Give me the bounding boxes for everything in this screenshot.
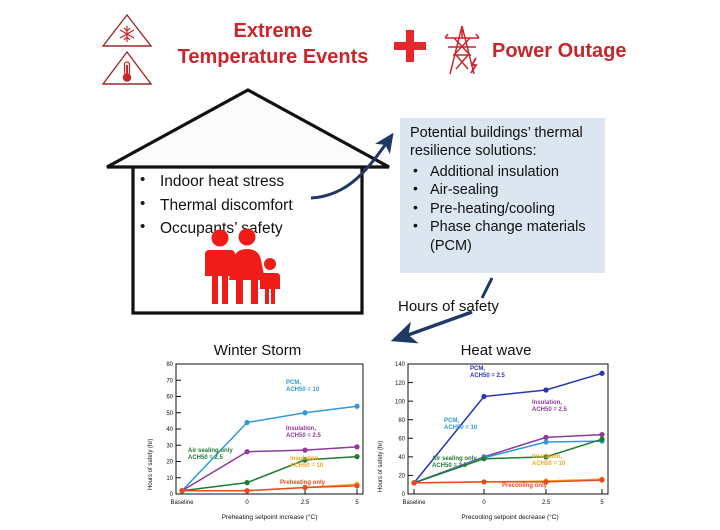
svg-text:ACH50 = 2.5: ACH50 = 2.5 [188,455,224,461]
x-axis-label: Precooling setpoint decrease (°C) [461,514,559,521]
svg-text:Air sealing only: Air sealing only [432,456,477,462]
hours-of-safety-label: Hours of safety [398,298,499,315]
y-axis-label: Hours of safety (hr) [148,438,154,490]
power-outage-title: Power Outage [492,40,627,62]
title-line-1: Extreme [233,20,313,42]
svg-text:ACH50 = 2.5: ACH50 = 2.5 [470,373,506,379]
solutions-heading: Potential buildings’ thermal resilience … [410,124,597,161]
svg-text:Insulation,: Insulation, [532,400,562,406]
svg-text:ACH50 = 10: ACH50 = 10 [290,463,324,469]
solutions-heading-line-1: Potential buildings’ thermal [410,125,583,141]
svg-text:ACH50 = 2.5: ACH50 = 2.5 [286,433,322,439]
svg-text:2.5: 2.5 [301,500,310,506]
svg-text:Baseline: Baseline [402,500,426,506]
svg-text:20: 20 [166,460,173,466]
svg-text:80: 80 [166,362,173,368]
solutions-panel: Potential buildings’ thermal resilience … [400,118,605,273]
svg-text:0: 0 [170,492,174,498]
list-item: Pre-heating/cooling [410,199,597,219]
svg-text:PCM,: PCM, [444,418,459,424]
svg-text:10: 10 [166,476,173,482]
list-item: Air-sealing [410,180,597,200]
svg-text:100: 100 [395,399,406,405]
transmission-tower-icon [440,22,486,78]
list-item: Additional insulation [410,162,597,182]
solutions-list: Additional insulation Air-sealing Pre-he… [410,162,597,256]
svg-text:70: 70 [166,378,173,384]
svg-text:2.5: 2.5 [542,500,551,506]
svg-text:ACH50 = 10: ACH50 = 10 [286,387,320,393]
thermometer-warning-icon [101,50,153,85]
title-line-2: Temperature Events [177,46,369,69]
svg-text:Baseline: Baseline [170,500,194,506]
y-axis-label: Hours of safety (hr) [378,440,384,492]
svg-text:Air sealing only: Air sealing only [188,448,233,454]
svg-text:Preheating only: Preheating only [280,480,326,486]
family-figures-icon [196,228,286,306]
svg-text:5: 5 [355,500,359,506]
svg-text:ACH50 = 2.5: ACH50 = 2.5 [432,463,468,469]
svg-text:Precooling only: Precooling only [502,483,548,489]
svg-text:140: 140 [395,362,406,368]
svg-text:PCM,: PCM, [286,380,301,386]
svg-text:30: 30 [166,443,173,449]
snowflake-warning-icon [101,13,153,47]
svg-text:40: 40 [166,427,173,433]
svg-text:Insulation,: Insulation, [532,454,562,460]
chart-title: Winter Storm [213,342,302,359]
svg-text:60: 60 [166,395,173,401]
svg-text:Insulation,: Insulation, [290,456,320,462]
svg-text:ACH50 = 10: ACH50 = 10 [532,461,566,467]
svg-text:0: 0 [482,500,486,506]
page-title: Extreme Temperature Events [168,18,378,71]
svg-text:ACH50 = 2.5: ACH50 = 2.5 [532,407,568,413]
list-item-continuation: (PCM) [430,237,472,254]
svg-text:Insulation,: Insulation, [286,426,316,432]
chart-title: Heat wave [460,342,532,359]
svg-text:50: 50 [166,411,173,417]
list-item: Indoor heat stress [138,169,353,194]
plus-icon [392,28,428,64]
svg-text:80: 80 [398,418,405,424]
hazard-icons-group [100,12,158,88]
svg-text:120: 120 [395,381,406,387]
list-item-text: Phase change materials [430,219,586,236]
x-axis-label: Preheating setpoint increase (°C) [221,514,318,521]
svg-text:0: 0 [245,500,249,506]
svg-text:ACH50 = 10: ACH50 = 10 [444,425,478,431]
svg-text:PCM,: PCM, [470,366,485,372]
list-item: Thermal discomfort [138,193,353,218]
svg-text:40: 40 [398,455,405,461]
svg-text:0: 0 [402,492,406,498]
svg-text:5: 5 [600,500,604,506]
list-item: Phase change materials (PCM) [410,217,597,255]
solutions-heading-line-2: resilience solutions: [410,143,537,160]
svg-text:60: 60 [398,436,405,442]
svg-text:20: 20 [398,474,405,480]
